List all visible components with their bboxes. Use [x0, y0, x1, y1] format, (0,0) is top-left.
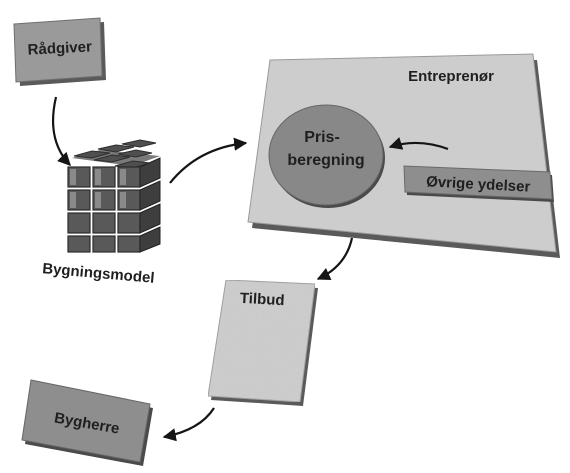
raadgiver-label: Rådgiver — [27, 38, 92, 58]
oevrige-ydelser-label: Øvrige ydelser — [426, 173, 531, 195]
prisberegning-label-line1: Pris- — [304, 129, 340, 146]
bygningsmodel-label: Bygningsmodel — [42, 260, 156, 287]
arrow-entreprenoer-to-tilbud — [316, 237, 354, 280]
bygningsmodel-cube-icon — [67, 139, 161, 253]
prisberegning-label-line2: beregning — [287, 152, 364, 169]
arrow-raadgiver-to-model — [52, 96, 71, 166]
arrow-tilbud-to-bygherre — [162, 407, 215, 442]
oevrige-ydelser-box: Øvrige ydelser — [403, 165, 554, 202]
tilbud-label: Tilbud — [239, 290, 285, 309]
arrow-model-to-entreprenoer — [169, 137, 248, 184]
tilbud-box: Tilbud — [207, 279, 318, 406]
bygherre-box: Bygherre — [21, 379, 153, 466]
arrow-ydelser-to-prisberegning — [388, 137, 449, 151]
entreprenoer-label: Entreprenør — [408, 68, 494, 85]
prisberegning-circle: Pris- beregning — [268, 104, 385, 208]
raadgiver-box: Rådgiver — [13, 17, 106, 86]
